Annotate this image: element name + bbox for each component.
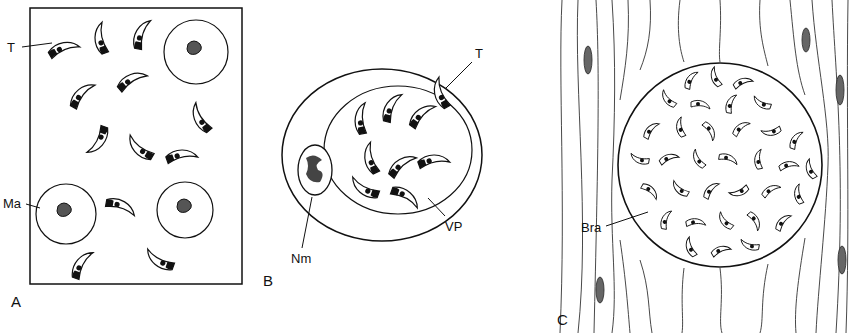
panel-letter: A xyxy=(10,293,22,310)
panel-letter: B xyxy=(262,272,274,289)
panel-letter: C xyxy=(556,311,569,328)
panel-b xyxy=(282,62,482,248)
part-label: T xyxy=(6,40,16,55)
part-label: VP xyxy=(444,219,463,234)
part-label: Nm xyxy=(290,251,312,266)
bradyzoites xyxy=(606,67,819,259)
panel-c xyxy=(560,0,848,333)
part-label: T xyxy=(474,46,484,61)
part-label: Bra xyxy=(580,220,602,235)
panel-a xyxy=(22,8,242,284)
part-label: Ma xyxy=(2,196,22,211)
